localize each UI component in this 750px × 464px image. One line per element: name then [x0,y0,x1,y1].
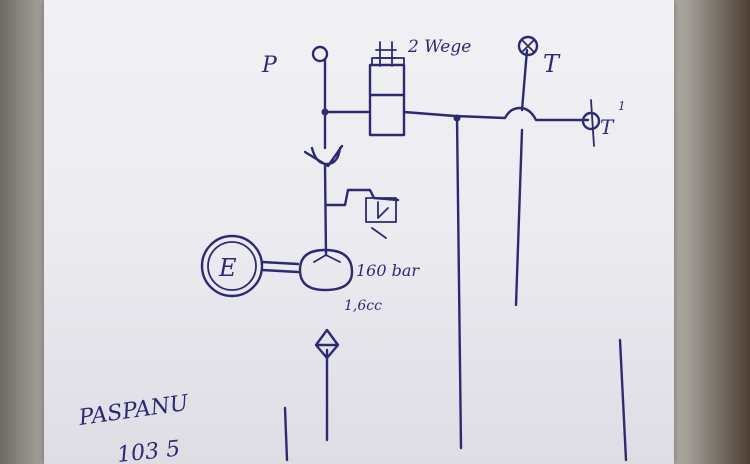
tank-line-vertical [514,48,529,307]
tank-port-cross [521,39,535,53]
tank-port-2-label: T [600,115,615,139]
motor-shaft [260,260,300,274]
motor-symbol [200,234,264,298]
tank-port-label: T [543,50,561,78]
directional-valve-actuator [375,41,397,67]
pump-port-label: P [261,53,278,78]
tank-port-symbol [517,35,539,57]
relief-valve-body [365,197,397,223]
bottom-note-line-2: 103 5 [116,437,181,464]
motor-label: E [218,254,237,282]
suction-filter-symbol [314,328,340,360]
tank-port-2-cross [590,99,595,147]
bottom-note-line-1: PASPANU [76,391,191,431]
bottom-line-left [283,406,289,462]
relief-valve-spring [371,201,389,239]
bottom-line-right [618,338,628,462]
directional-valve-body [368,63,406,137]
return-drop-line [455,116,463,450]
tank-port-2-superscript: 1 [618,99,626,113]
relief-valve-pressure-label: 160 bar [356,261,420,280]
directional-valve-label: 2 Wege [407,37,471,57]
directional-valve-top [371,57,405,66]
motor-inner-ring [207,241,257,291]
paper-sheet [44,0,674,464]
pump-symbol [298,248,354,292]
tank-return-line [402,106,590,122]
pump-displacement-label: 1,6cc [344,298,382,314]
pump-port-symbol [311,45,329,63]
pump-arrow [313,254,341,263]
check-valve-symbol [303,144,344,168]
